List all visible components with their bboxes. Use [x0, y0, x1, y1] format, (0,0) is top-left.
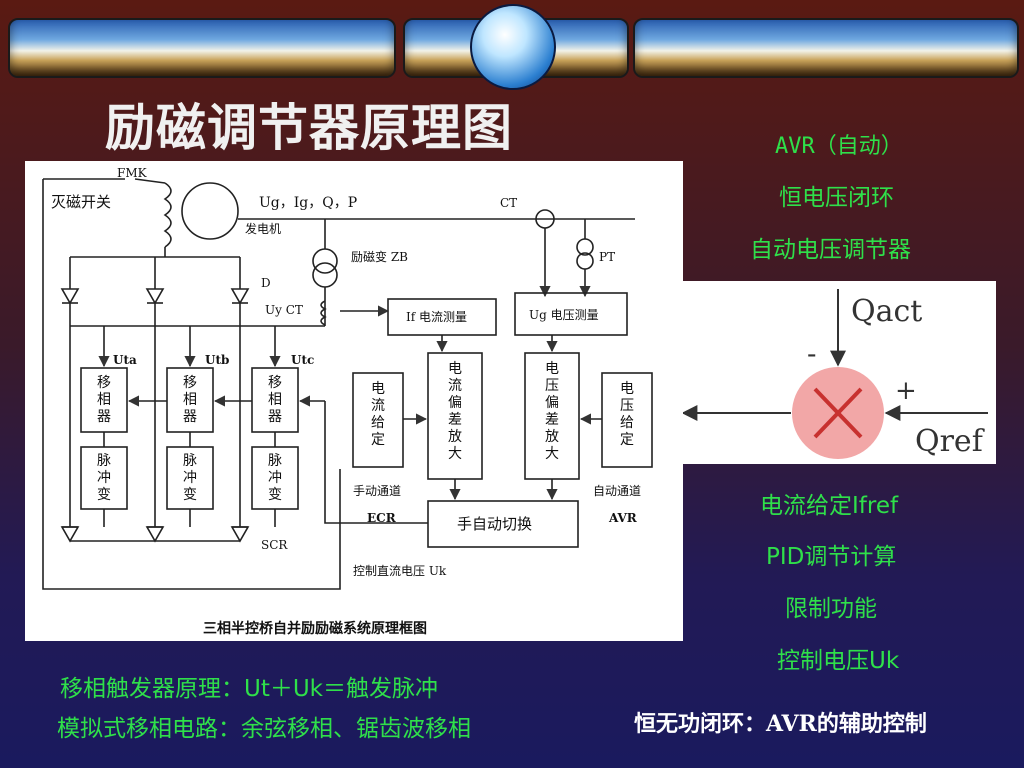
banner-right: [633, 18, 1019, 78]
phase-shifter-a: 移相器: [97, 375, 111, 425]
pulse-transformer-c: 脉冲变: [268, 453, 282, 503]
slide-title: 励磁调节器原理图: [105, 98, 513, 157]
breaker-label: 灭磁开关: [51, 193, 111, 211]
gen-params-label: Ug，Ig，Q，P: [259, 195, 357, 211]
qact-label: Qact: [851, 294, 922, 329]
voltage-deviation-amp: 电压偏差放大: [545, 361, 559, 462]
if-measure-label: If 电流测量: [406, 310, 467, 324]
avr-label: AVR: [608, 511, 638, 525]
minus-sign: -: [807, 337, 816, 370]
note-control-voltage: 控制电压Uk: [777, 648, 900, 674]
note-analog-phase-shift: 模拟式移相电路：余弦移相、锯齿波移相: [57, 716, 471, 742]
fmk-label: FMK: [117, 166, 148, 180]
pulse-transformer-a: 脉冲变: [97, 453, 111, 503]
diagram-caption: 三相半控桥自并励励磁系统原理框图: [203, 620, 427, 637]
excitation-diagram: FMK 灭磁开关 Ug，Ig，Q，P 发电机 CT 励磁变 ZB PT D Uy…: [25, 161, 683, 641]
note-current-setpoint: 电流给定Ifref: [760, 493, 899, 519]
current-deviation-amp: 电流偏差放大: [448, 361, 462, 462]
phase-shifter-b: 移相器: [183, 375, 197, 425]
d-label: D: [261, 276, 271, 290]
note-reactive-loop: 恒无功闭环：AVR的辅助控制: [634, 711, 927, 737]
globe-logo: [470, 4, 556, 90]
note-constant-voltage: 恒电压闭环: [779, 185, 894, 211]
banner-left: [8, 18, 396, 78]
phase-shifter-c: 移相器: [268, 375, 282, 425]
uta-label: Uta: [113, 353, 137, 367]
note-pid: PID调节计算: [766, 544, 897, 570]
ct-label: CT: [500, 196, 517, 210]
note-avr: AVR（自动）: [775, 134, 903, 159]
generator-label: 发电机: [245, 221, 281, 236]
pt-label: PT: [599, 250, 615, 264]
exc-transformer-label: 励磁变 ZB: [351, 249, 408, 264]
qref-label: Qref: [915, 424, 985, 459]
uy-ct-label: Uy CT: [265, 303, 303, 317]
reactive-power-summing-panel: Qact Qref - +: [681, 281, 996, 464]
pulse-transformer-b: 脉冲变: [183, 453, 197, 503]
voltage-setpoint-box: 电压给定: [620, 381, 634, 448]
auto-channel-label: 自动通道: [593, 484, 641, 498]
current-setpoint-box: 电流给定: [371, 381, 385, 448]
utc-label: Utc: [291, 353, 314, 367]
scr-label: SCR: [261, 538, 288, 552]
utb-label: Utb: [205, 353, 229, 367]
control-voltage-label: 控制直流电压 Uk: [353, 564, 447, 578]
note-limit: 限制功能: [785, 596, 877, 622]
ecr-label: ECR: [367, 511, 397, 525]
ug-measure-label: Ug 电压测量: [529, 308, 599, 322]
note-phase-shift-principle: 移相触发器原理：Ut＋Uk＝触发脉冲: [60, 676, 439, 702]
plus-sign: +: [895, 376, 917, 406]
manual-channel-label: 手动通道: [353, 484, 401, 498]
note-avr-full: 自动电压调节器: [750, 237, 911, 263]
switch-label: 手自动切换: [457, 515, 532, 533]
